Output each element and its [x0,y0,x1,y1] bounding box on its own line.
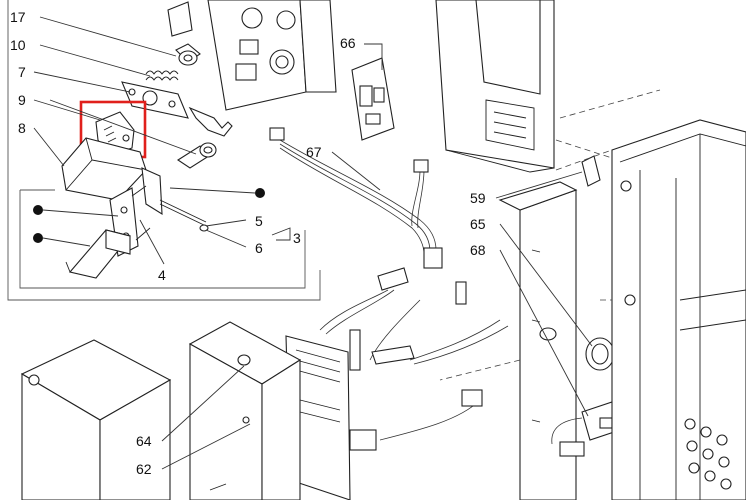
bushing [176,142,217,169]
callout-labels: 17 10 7 9 8 5 6 3 4 66 67 59 65 68 64 62 [10,9,486,477]
part-66-board [351,57,395,141]
label-4: 4 [158,267,166,283]
subassembly-inset-box [7,0,321,301]
label-66: 66 [340,35,356,51]
leader-lines [33,16,593,470]
part-8-cover [61,137,147,201]
part-17-sleeve [167,1,201,66]
angle-bracket [65,229,131,279]
lower-middle-panel [188,321,302,500]
clip-59 [581,155,601,187]
label-9: 9 [18,92,26,108]
label-65: 65 [470,216,486,232]
label-8: 8 [18,120,26,136]
part-10-plate [121,81,189,119]
center-channel [498,181,578,500]
label-10: 10 [10,37,26,53]
vent-holes [684,418,732,490]
right-cabinet-frame [611,119,746,500]
label-62: 62 [136,461,152,477]
label-17: 17 [10,9,26,25]
part-7-bracket [188,106,233,137]
part-6-nut [199,224,209,232]
part-10-spring [145,70,179,81]
part-67-cable-harness [269,127,443,269]
ribbon-cables [319,267,509,451]
control-box [207,0,337,111]
assembly-dashed-lines [439,89,661,381]
terminal-block [551,401,621,457]
part-5-pin [159,199,207,227]
upper-rear-panel [435,0,555,173]
label-5: 5 [255,213,263,229]
label-7: 7 [18,64,26,80]
label-3: 3 [293,230,301,246]
label-64: 64 [136,433,152,449]
lower-left-panel [20,339,172,500]
grommet [585,337,615,371]
label-59: 59 [470,190,486,206]
reference-dots [33,187,265,247]
label-67: 67 [306,144,322,160]
label-6: 6 [255,240,263,256]
label-68: 68 [470,242,486,258]
